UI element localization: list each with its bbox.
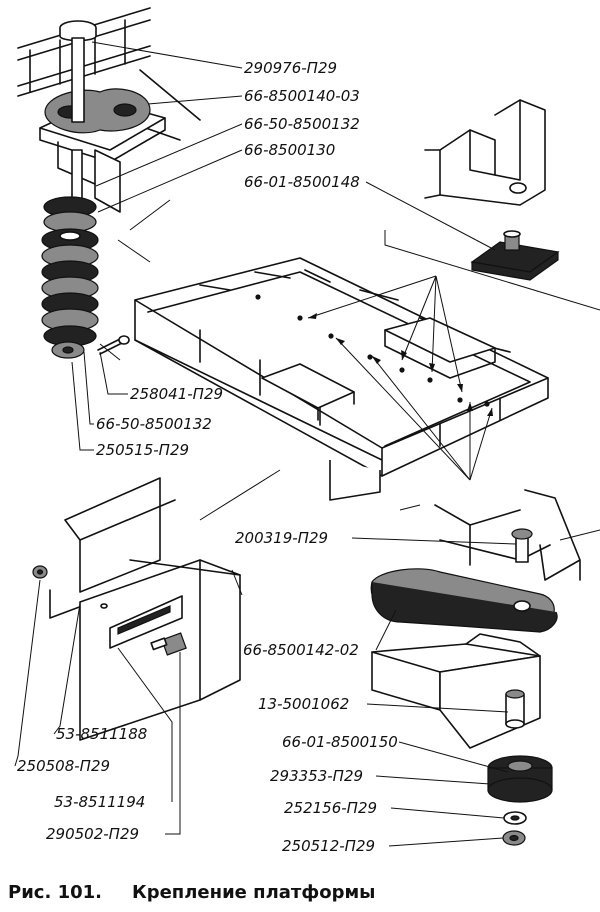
part-label: 53-8511194 [54, 793, 145, 811]
washer-252156 [503, 811, 527, 825]
spring-assembly [41, 196, 99, 359]
cargo-platform [134, 257, 549, 501]
bracket-53-8511194 [100, 595, 183, 649]
part-label: 53-8511188 [56, 725, 147, 743]
part-label: 293353-П29 [270, 767, 363, 785]
bolt-290502 [150, 632, 187, 656]
bolt-290976 [59, 20, 97, 241]
part-label: 66-8500130 [244, 141, 335, 159]
part-label: 252156-П29 [284, 799, 377, 817]
part-label: 66-50-8500132 [96, 415, 212, 433]
part-label: 250512-П29 [282, 837, 375, 855]
part-label: 66-8500140-03 [244, 87, 360, 105]
part-labels: 290976-П29 66-8500140-03 66-50-8500132 6… [17, 59, 398, 855]
bolt-200319 [511, 528, 533, 563]
leader-lines [14, 41, 517, 847]
figure-caption-title: Крепление платформы [132, 882, 375, 903]
nut-250512 [502, 830, 526, 846]
frame-bracket-bottom-right [399, 489, 600, 581]
figure-caption-number: Рис. 101. [8, 882, 102, 903]
centerline-left [231, 569, 243, 596]
assembly-arrows [99, 199, 493, 521]
rubber-cushion-293353 [487, 755, 553, 803]
part-label: 290502-П29 [46, 825, 139, 843]
part-label: 66-50-8500132 [244, 115, 360, 133]
part-label: 66-8500142-02 [243, 641, 359, 659]
centerline-top [384, 230, 600, 311]
part-label: 258041-П29 [130, 385, 223, 403]
part-label: 250515-П29 [96, 441, 189, 459]
part-label: 66-01-8500150 [282, 733, 398, 751]
cotter-pin [97, 335, 130, 355]
frame-bracket-top-right [424, 99, 546, 206]
figure-caption: Рис. 101. Крепление платформы [8, 882, 375, 903]
part-label: 290976-П29 [244, 59, 337, 77]
part-label: 200319-П29 [235, 529, 328, 547]
side-member-left [49, 477, 241, 741]
part-label: 250508-П29 [17, 757, 110, 775]
cup-washer [44, 88, 151, 134]
plate-66-8500142-02 [370, 568, 558, 633]
nut-250508 [32, 565, 48, 579]
bushing-13-5001062 [505, 689, 525, 729]
mounting-pad-66-01-8500148 [470, 230, 560, 281]
part-label: 13-5001062 [258, 695, 349, 713]
part-label: 66-01-8500148 [244, 173, 360, 191]
